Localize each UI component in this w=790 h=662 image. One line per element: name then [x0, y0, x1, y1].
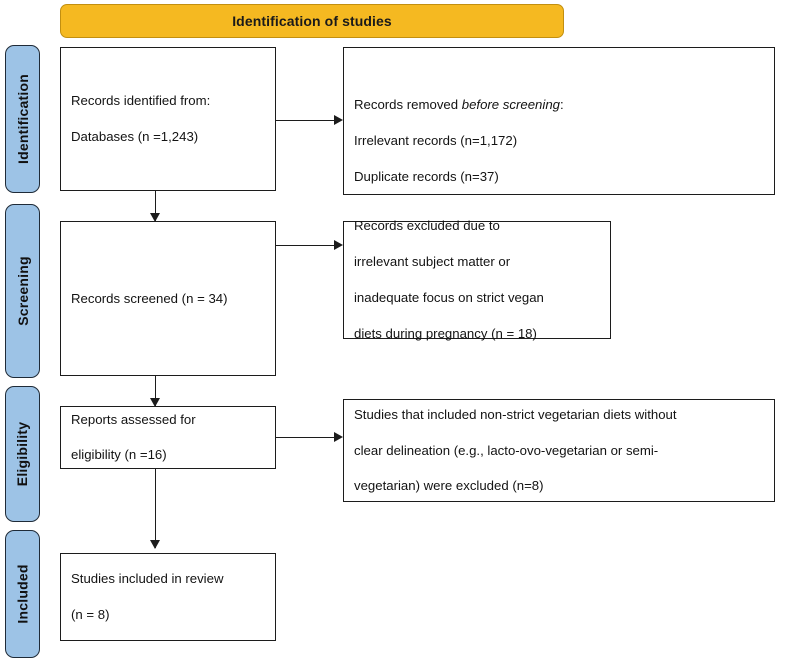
box-studies-excluded-eligibility: Studies that included non-strict vegetar…	[343, 399, 775, 502]
records-excluded-screening-line1: Records excluded due to	[354, 218, 500, 234]
records-identified-line1: Records identified from:	[71, 93, 211, 109]
box-records-screened: Records screened (n = 34)	[60, 221, 276, 376]
box-studies-included: Studies included in review (n = 8)	[60, 553, 276, 641]
studies-excluded-line1: Studies that included non-strict vegetar…	[354, 406, 677, 422]
arrowhead-screened-to-eligibility	[150, 398, 160, 407]
arrowhead-eligibility-to-included	[150, 540, 160, 549]
records-excluded-screening-line2: irrelevant subject matter or	[354, 254, 511, 270]
records-removed-heading: Records removed before screening:	[354, 96, 564, 114]
box-records-identified-text: Records identified from: Databases (n =1…	[71, 74, 210, 164]
box-records-removed-text: Records removed before screening: Irrele…	[354, 78, 564, 204]
stage-label-identification: Identification	[5, 45, 40, 193]
diagram-title-banner: Identification of studies	[60, 4, 564, 38]
box-reports-assessed-text: Reports assessed for eligibility (n =16)	[71, 393, 196, 483]
stage-label-eligibility: Eligibility	[5, 386, 40, 522]
stage-label-included: Included	[5, 530, 40, 658]
records-excluded-screening-line3: inadequate focus on strict vegan	[354, 289, 544, 305]
records-identified-line2: Databases (n =1,243)	[71, 128, 199, 144]
records-removed-line2: Irrelevant records (n=1,172)	[354, 132, 518, 148]
stage-label-identification-text: Identification	[14, 74, 31, 164]
connector-identified-to-screened	[155, 191, 156, 222]
connector-screened-to-eligibility	[155, 376, 156, 407]
arrowhead-eligibility-to-excluded	[334, 432, 343, 442]
records-removed-line3: Duplicate records (n=37)	[354, 168, 499, 184]
box-records-excluded-screening-text: Records excluded due to irrelevant subje…	[354, 199, 544, 361]
records-removed-italic: before screening	[461, 96, 560, 112]
studies-excluded-line2: clear delineation (e.g., lacto-ovo-veget…	[354, 442, 659, 458]
reports-assessed-line1: Reports assessed for	[71, 411, 196, 427]
reports-assessed-line2: eligibility (n =16)	[71, 447, 167, 463]
connector-screened-to-excluded	[276, 245, 334, 246]
box-studies-included-text: Studies included in review (n = 8)	[71, 552, 223, 642]
box-records-identified: Records identified from: Databases (n =1…	[60, 47, 276, 191]
stage-label-eligibility-text: Eligibility	[14, 421, 31, 487]
arrowhead-screened-to-excluded	[334, 240, 343, 250]
box-records-screened-text: Records screened (n = 34)	[71, 272, 228, 326]
records-screened-line1: Records screened (n = 34)	[71, 290, 228, 306]
arrowhead-identified-to-removed	[334, 115, 343, 125]
studies-excluded-line3: vegetarian) were excluded (n=8)	[354, 478, 544, 494]
box-records-removed: Records removed before screening: Irrele…	[343, 47, 775, 195]
records-removed-lead: Records removed	[354, 96, 462, 112]
studies-included-line1: Studies included in review	[71, 571, 224, 587]
connector-eligibility-to-excluded	[276, 437, 334, 438]
diagram-title: Identification of studies	[232, 13, 392, 29]
box-studies-excluded-eligibility-text: Studies that included non-strict vegetar…	[354, 388, 677, 514]
arrowhead-identified-to-screened	[150, 213, 160, 222]
records-excluded-screening-line4: diets during pregnancy (n = 18)	[354, 325, 537, 341]
records-removed-colon: :	[560, 96, 564, 112]
box-reports-assessed: Reports assessed for eligibility (n =16)	[60, 406, 276, 469]
stage-label-screening: Screening	[5, 204, 40, 378]
connector-eligibility-to-included	[155, 469, 156, 548]
box-records-excluded-screening: Records excluded due to irrelevant subje…	[343, 218, 611, 341]
stage-label-screening-text: Screening	[14, 256, 31, 326]
connector-identified-to-removed	[276, 120, 334, 121]
stage-label-included-text: Included	[14, 564, 31, 624]
studies-included-line2: (n = 8)	[71, 606, 110, 622]
